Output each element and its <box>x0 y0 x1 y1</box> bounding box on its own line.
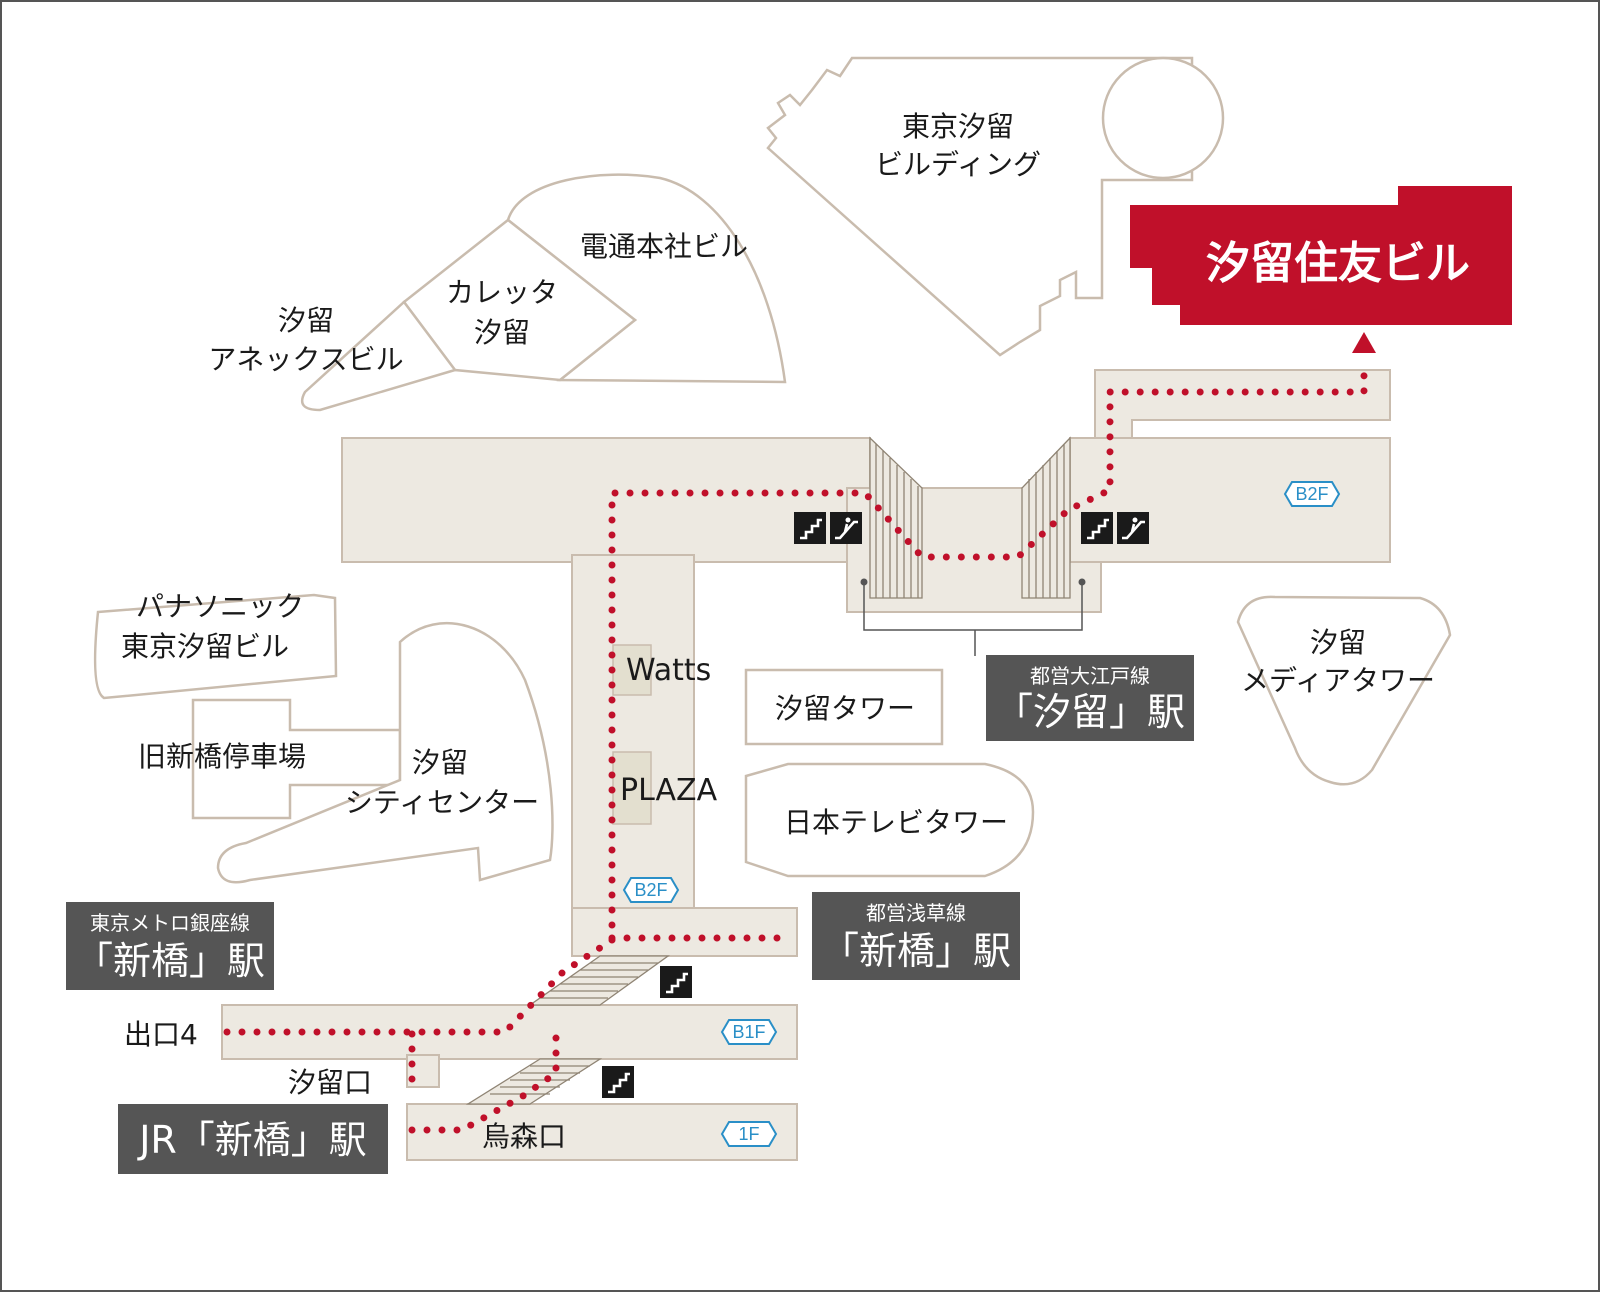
building-shiodome-tower <box>744 668 944 746</box>
building-tokyo-shiodome <box>766 56 1225 357</box>
label-shiodome-exit: 汐留口 <box>288 1066 372 1099</box>
label-ntv-tower: 日本テレビタワー <box>784 806 1008 839</box>
target-building-name: 汐留住友ビル <box>1206 238 1470 289</box>
escalator-icon <box>1117 512 1149 544</box>
oedo-connector-line <box>863 582 1083 656</box>
target-building: 汐留住友ビル <box>1130 186 1512 325</box>
label-caretta-1: カレッタ <box>446 276 558 309</box>
floor-badge-b2f-right: B2F <box>1283 481 1341 507</box>
label-annex-2: アネックスビル <box>208 343 403 376</box>
floor-badge-b2f-left: B2F <box>622 877 680 903</box>
stairs-icon <box>602 1066 634 1098</box>
stairs-b2f-to-b1f <box>527 955 671 1006</box>
label-media-tower-1: 汐留 <box>1310 626 1366 659</box>
building-dentsu <box>506 173 787 384</box>
station-asakusa-shinbashi: 都営浅草線 「新橋」駅 <box>812 892 1020 980</box>
label-watts: Watts <box>626 653 711 688</box>
svg-text:「新橋」駅: 「新橋」駅 <box>75 939 265 983</box>
label-annex-1: 汐留 <box>278 304 334 337</box>
stairs-icon <box>794 512 826 544</box>
label-plaza: PLAZA <box>620 773 718 808</box>
building-ntv-tower <box>744 762 1035 878</box>
station-oedo-shiodome: 都営大江戸線 「汐留」駅 <box>986 655 1194 741</box>
stairs-right-b2f <box>1021 436 1071 599</box>
label-tokyo-shiodome-1: 東京汐留 <box>902 110 1014 143</box>
label-caretta-2: 汐留 <box>474 316 530 349</box>
route-path <box>223 364 1368 1036</box>
svg-text:JR「新橋」駅: JR「新橋」駅 <box>137 1118 367 1162</box>
label-exit-4: 出口4 <box>124 1018 198 1051</box>
label-city-center-2: シティセンター <box>345 786 539 819</box>
floor-badge-1f: 1F <box>720 1121 778 1147</box>
building-annex <box>300 300 458 412</box>
label-karasumori-exit: 烏森口 <box>482 1120 566 1153</box>
label-shiodome-tower: 汐留タワー <box>775 692 915 725</box>
building-panasonic <box>93 593 338 700</box>
label-panasonic-1: パナソニック <box>136 590 304 623</box>
floor-badge-b1f: B1F <box>720 1019 778 1045</box>
svg-text:都営大江戸線: 都営大江戸線 <box>1030 664 1150 688</box>
oedo-connector-dot <box>860 578 868 586</box>
svg-text:「新橋」駅: 「新橋」駅 <box>821 929 1011 973</box>
svg-text:B2F: B2F <box>634 880 667 900</box>
label-old-shinbashi: 旧新橋停車場 <box>138 740 306 773</box>
label-dentsu: 電通本社ビル <box>580 230 748 263</box>
label-media-tower-2: メディアタワー <box>1241 664 1435 697</box>
stairs-icon <box>660 966 692 998</box>
svg-text:B2F: B2F <box>1295 484 1328 504</box>
stairs-left-b2f <box>869 436 923 599</box>
station-ginza-shinbashi: 東京メトロ銀座線 「新橋」駅 <box>66 902 274 990</box>
shop-watts-block <box>612 644 652 696</box>
building-media-tower <box>1236 595 1452 786</box>
station-jr-shinbashi: JR「新橋」駅 <box>118 1104 388 1174</box>
svg-text:東京メトロ銀座線: 東京メトロ銀座線 <box>90 911 250 935</box>
svg-text:1F: 1F <box>738 1124 759 1144</box>
label-tokyo-shiodome-2: ビルディング <box>875 148 1041 181</box>
route-arrow-icon <box>1352 332 1376 353</box>
stairs-b1f-to-1f <box>465 1058 603 1105</box>
oedo-connector-dot <box>1078 578 1086 586</box>
escalator-icon <box>830 512 862 544</box>
svg-text:B1F: B1F <box>732 1022 765 1042</box>
route-jr <box>408 1028 560 1134</box>
label-panasonic-2: 東京汐留ビル <box>121 630 289 663</box>
label-city-center-1: 汐留 <box>412 746 468 779</box>
building-city-center <box>216 621 554 884</box>
building-caretta <box>402 218 638 382</box>
svg-text:都営浅草線: 都営浅草線 <box>866 901 966 925</box>
svg-text:「汐留」駅: 「汐留」駅 <box>995 690 1185 734</box>
stairs-icon <box>1081 512 1113 544</box>
